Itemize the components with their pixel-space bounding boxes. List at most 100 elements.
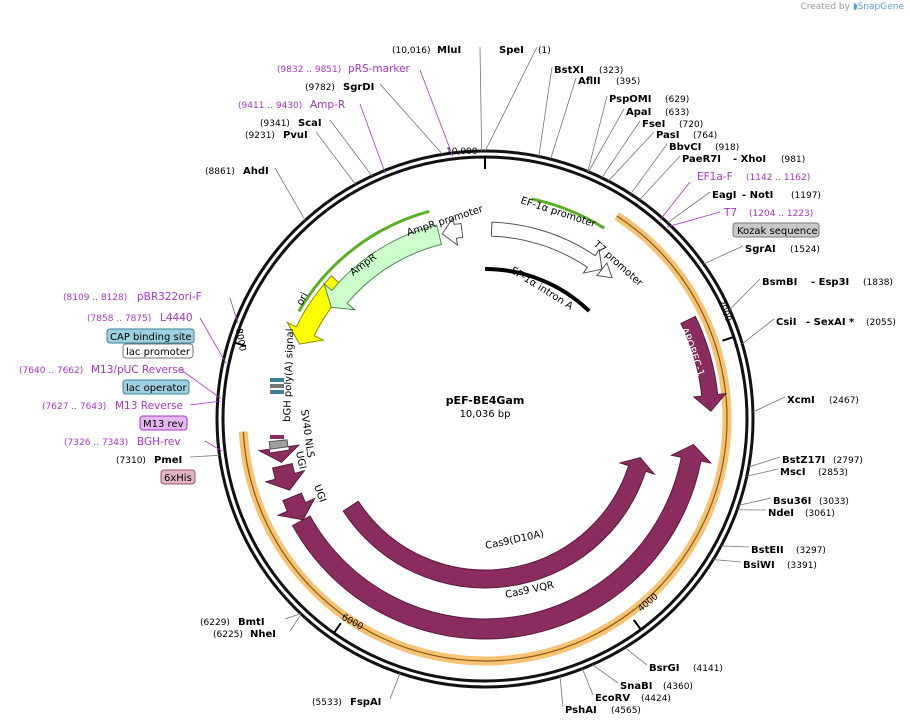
- box-cap-binding[interactable]: [106, 328, 195, 344]
- site-paer7i-pos: (981): [781, 155, 805, 165]
- primer-ef1a-f[interactable]: EF1a-F: [697, 171, 733, 183]
- site-aflii[interactable]: AflII: [578, 76, 601, 87]
- site-scai[interactable]: ScaI: [298, 118, 322, 129]
- restriction-sites: SpeI (1) (10,016) MluI BstXI (323) AflII…: [116, 45, 896, 716]
- site-spei[interactable]: SpeI: [499, 45, 524, 56]
- site-fspai[interactable]: FspAI: [350, 697, 381, 708]
- site-esp3i-name: Esp3I: [819, 277, 850, 288]
- box-lac-operator[interactable]: [122, 379, 190, 395]
- site-pvui[interactable]: PvuI: [283, 130, 308, 141]
- site-bstxi[interactable]: BstXI: [554, 65, 584, 76]
- leader-line: [559, 676, 564, 708]
- site-sexai[interactable]: - SexAI *: [806, 317, 855, 328]
- site-csii-pos: (2055): [866, 318, 896, 328]
- site-bsmbi[interactable]: BsmBI: [762, 277, 797, 288]
- primer-pbr322[interactable]: pBR322ori-F: [137, 291, 202, 303]
- box-lac-promoter[interactable]: [122, 343, 194, 359]
- primer-prs-marker[interactable]: pRS-marker: [348, 63, 411, 75]
- primer-bghrev[interactable]: BGH-rev: [137, 436, 181, 448]
- site-fsei[interactable]: FseI: [642, 119, 665, 130]
- site-snabi[interactable]: SnaBI: [620, 681, 652, 692]
- primer-ampr-pos: (9411 .. 9430): [238, 101, 302, 111]
- site-noti[interactable]: - NotI: [742, 190, 773, 201]
- primer-leader-line: [189, 400, 221, 406]
- feature-t7-promoter-arrow[interactable]: [596, 261, 613, 279]
- site-ahdi[interactable]: AhdI: [243, 166, 269, 177]
- feature-ef1a-promoter-arrow[interactable]: [490, 221, 603, 274]
- site-bsteii[interactable]: BstEII: [751, 545, 784, 556]
- site-nhei[interactable]: NheI: [250, 629, 276, 640]
- primer-m13puc[interactable]: M13/pUC Reverse: [91, 364, 184, 376]
- leader-line: [315, 131, 356, 185]
- primer-m13rev-pos: (7627 .. 7643): [42, 402, 106, 412]
- site-pmei[interactable]: PmeI: [154, 455, 182, 466]
- feature-ampr-arrow[interactable]: [323, 224, 443, 311]
- plasmid-size: 10,036 bp: [460, 409, 511, 420]
- primer-ampr[interactable]: Amp-R: [310, 99, 345, 111]
- site-bsrgi[interactable]: BsrGI: [649, 663, 679, 674]
- site-pasi[interactable]: PasI: [656, 130, 679, 141]
- site-fsei-pos: (720): [679, 120, 703, 130]
- primer-m13rev[interactable]: M13 Reverse: [115, 400, 183, 412]
- leader-line: [713, 559, 742, 563]
- site-sgrai[interactable]: SgrAI: [745, 244, 776, 255]
- feature-ampr-promoter-arrow[interactable]: [441, 216, 464, 247]
- small-feature-marks: [270, 378, 284, 439]
- site-xcmi[interactable]: XcmI: [787, 395, 815, 406]
- tick-2000: 2000: [715, 298, 733, 323]
- tick-mark-6000: [333, 622, 342, 634]
- primer-t7[interactable]: T7: [723, 207, 737, 219]
- site-bsiwi[interactable]: BsiWI: [743, 560, 775, 571]
- feature-cas9-d10a-arrow[interactable]: [342, 457, 656, 589]
- site-bsu36i[interactable]: Bsu36I: [773, 496, 811, 507]
- box-kozak[interactable]: [732, 222, 820, 238]
- leader-line: [550, 77, 577, 160]
- primer-m13puc-pos: (7640 .. 7662): [19, 366, 83, 376]
- site-xhoi[interactable]: - XhoI: [733, 154, 766, 165]
- box-lac-promoter-label: lac promoter: [126, 347, 191, 358]
- feature-cas9-vqr-arrow[interactable]: [291, 443, 713, 640]
- site-bmti[interactable]: BmtI: [238, 617, 265, 628]
- site-paer7i[interactable]: PaeR7I: [682, 154, 721, 165]
- site-snabi-pos: (4360): [663, 682, 693, 692]
- site-sgrdi[interactable]: SgrDI: [343, 82, 374, 93]
- site-pspomi-pos: (629): [665, 95, 689, 105]
- feature-sv40-nls-arrow[interactable]: [257, 444, 301, 463]
- site-bbvci[interactable]: BbvCI: [669, 142, 701, 153]
- primer-leader-line: [204, 440, 223, 452]
- site-ndei[interactable]: NdeI: [768, 508, 794, 519]
- feature-bgh-polya-block[interactable]: [268, 439, 289, 450]
- primer-leader-line: [659, 181, 691, 221]
- leader-line: [738, 497, 772, 506]
- site-csii[interactable]: CsiI: [776, 317, 796, 328]
- box-6xhis[interactable]: [160, 469, 196, 485]
- site-aflii-pos: (395): [616, 77, 640, 87]
- label-ef1a-promoter: EF-1α promoter: [519, 195, 598, 230]
- site-esp3i[interactable]: - Esp3I: [811, 277, 849, 288]
- site-pspomi[interactable]: PspOMI: [609, 94, 651, 105]
- site-esp3i-dash: -: [811, 277, 819, 288]
- feature-ugi-1-arrow[interactable]: [276, 492, 316, 521]
- leader-line: [721, 545, 750, 548]
- leader-line: [752, 396, 786, 413]
- primer-ampr-green-arrow[interactable]: [297, 209, 430, 313]
- feature-apobec-arrow[interactable]: [680, 315, 727, 412]
- site-mlui[interactable]: MluI: [437, 45, 461, 56]
- site-xhoi-dash: -: [733, 154, 741, 165]
- leader-line: [608, 131, 655, 182]
- site-pshai[interactable]: PshAI: [565, 705, 597, 716]
- feature-ef1a-intron-arc[interactable]: [484, 267, 591, 313]
- site-bstz17i[interactable]: BstZ17I: [782, 455, 825, 466]
- primer-l4440[interactable]: L4440: [160, 312, 193, 324]
- box-m13-rev[interactable]: [139, 415, 188, 431]
- site-eagi[interactable]: EagI: [712, 190, 736, 201]
- site-bsrgi-pos: (4141): [693, 664, 723, 674]
- site-ecorv[interactable]: EcoRV: [595, 693, 630, 704]
- primer-ef1a-green-arrow[interactable]: [531, 197, 606, 230]
- primer-bghrev-pos: (7326 .. 7343): [64, 438, 128, 448]
- tick-mark-2000: [722, 335, 735, 342]
- site-msci[interactable]: MscI: [780, 467, 806, 478]
- site-apai[interactable]: ApaI: [626, 107, 651, 118]
- feature-ugi-2-arrow[interactable]: [264, 462, 306, 491]
- site-sgrdi-pos: (9782): [305, 83, 335, 93]
